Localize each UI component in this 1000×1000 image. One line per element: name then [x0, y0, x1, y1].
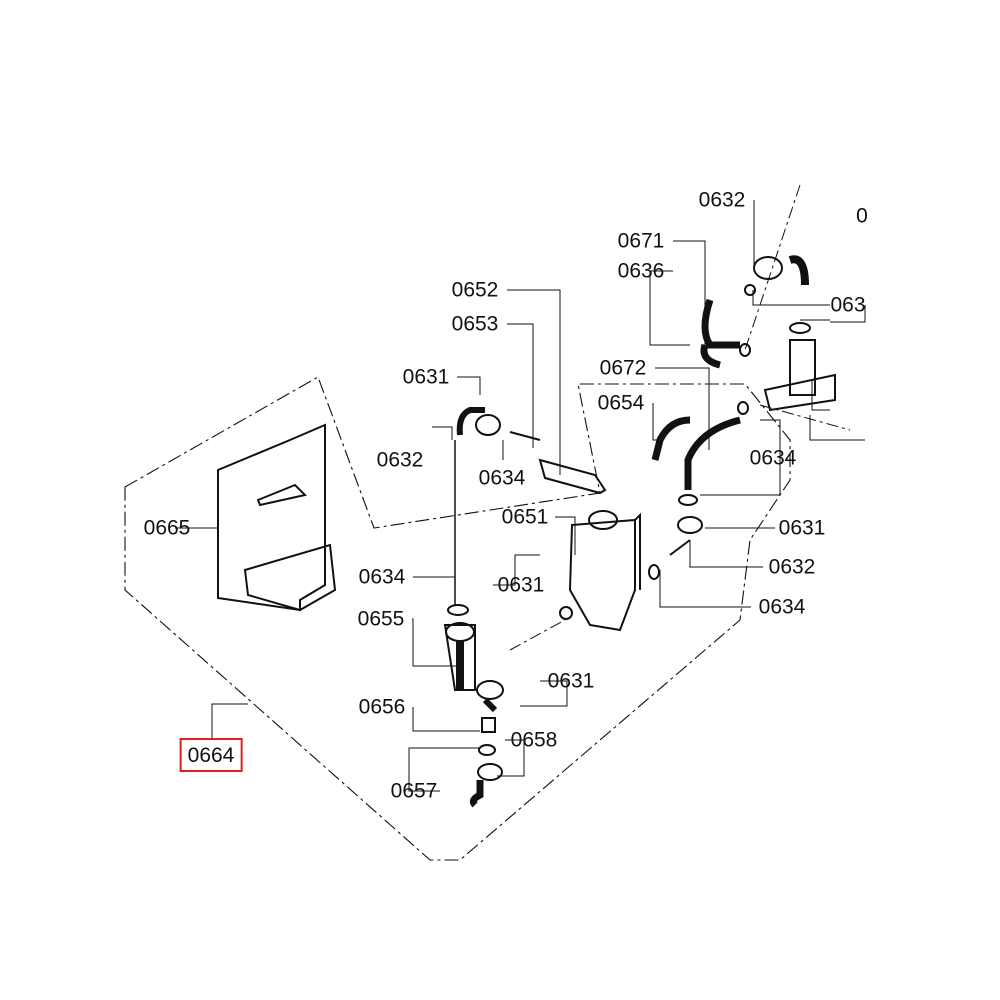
callout-label[interactable]: 0658	[510, 728, 558, 752]
callout-label[interactable]: 0631	[547, 669, 595, 693]
callout-label[interactable]: 0631	[402, 365, 450, 389]
fittings	[443, 256, 836, 781]
leader-lines	[175, 200, 866, 792]
callout-label[interactable]: 0636	[617, 259, 665, 283]
part-0652-rod	[509, 431, 607, 495]
callout-label[interactable]: 0671	[617, 229, 665, 253]
callout-label[interactable]: 0665	[143, 516, 191, 540]
callout-label[interactable]: 0653	[451, 312, 499, 336]
callout-label[interactable]: 0656	[358, 695, 406, 719]
callout-label[interactable]: 0634	[358, 565, 406, 589]
callout-label[interactable]: 0657	[390, 779, 438, 803]
callout-label[interactable]: 063	[830, 293, 866, 317]
callout-label[interactable]: 0634	[478, 466, 526, 490]
callout-label[interactable]: 0634	[749, 446, 797, 470]
dash-axes	[509, 184, 851, 651]
panel-0665	[217, 423, 337, 612]
callout-label[interactable]: 0651	[501, 505, 549, 529]
callout-label[interactable]: 0	[856, 204, 868, 228]
callout-label[interactable]: 0655	[357, 607, 405, 631]
tubes	[454, 255, 809, 808]
callout-label[interactable]: 0634	[758, 595, 806, 619]
callout-label[interactable]: 0632	[768, 555, 816, 579]
callout-label[interactable]: 0631	[778, 516, 826, 540]
assembly-boundary	[124, 376, 791, 861]
callout-label[interactable]: 0631	[497, 573, 545, 597]
part-0651-boiler	[568, 510, 641, 632]
callout-label[interactable]: 0632	[698, 188, 746, 212]
callout-label[interactable]: 0672	[599, 356, 647, 380]
highlighted-callout-label[interactable]: 0664	[179, 738, 243, 772]
callout-label[interactable]: 0632	[376, 448, 424, 472]
callout-label[interactable]: 0654	[597, 391, 645, 415]
callout-label[interactable]: 0652	[451, 278, 499, 302]
